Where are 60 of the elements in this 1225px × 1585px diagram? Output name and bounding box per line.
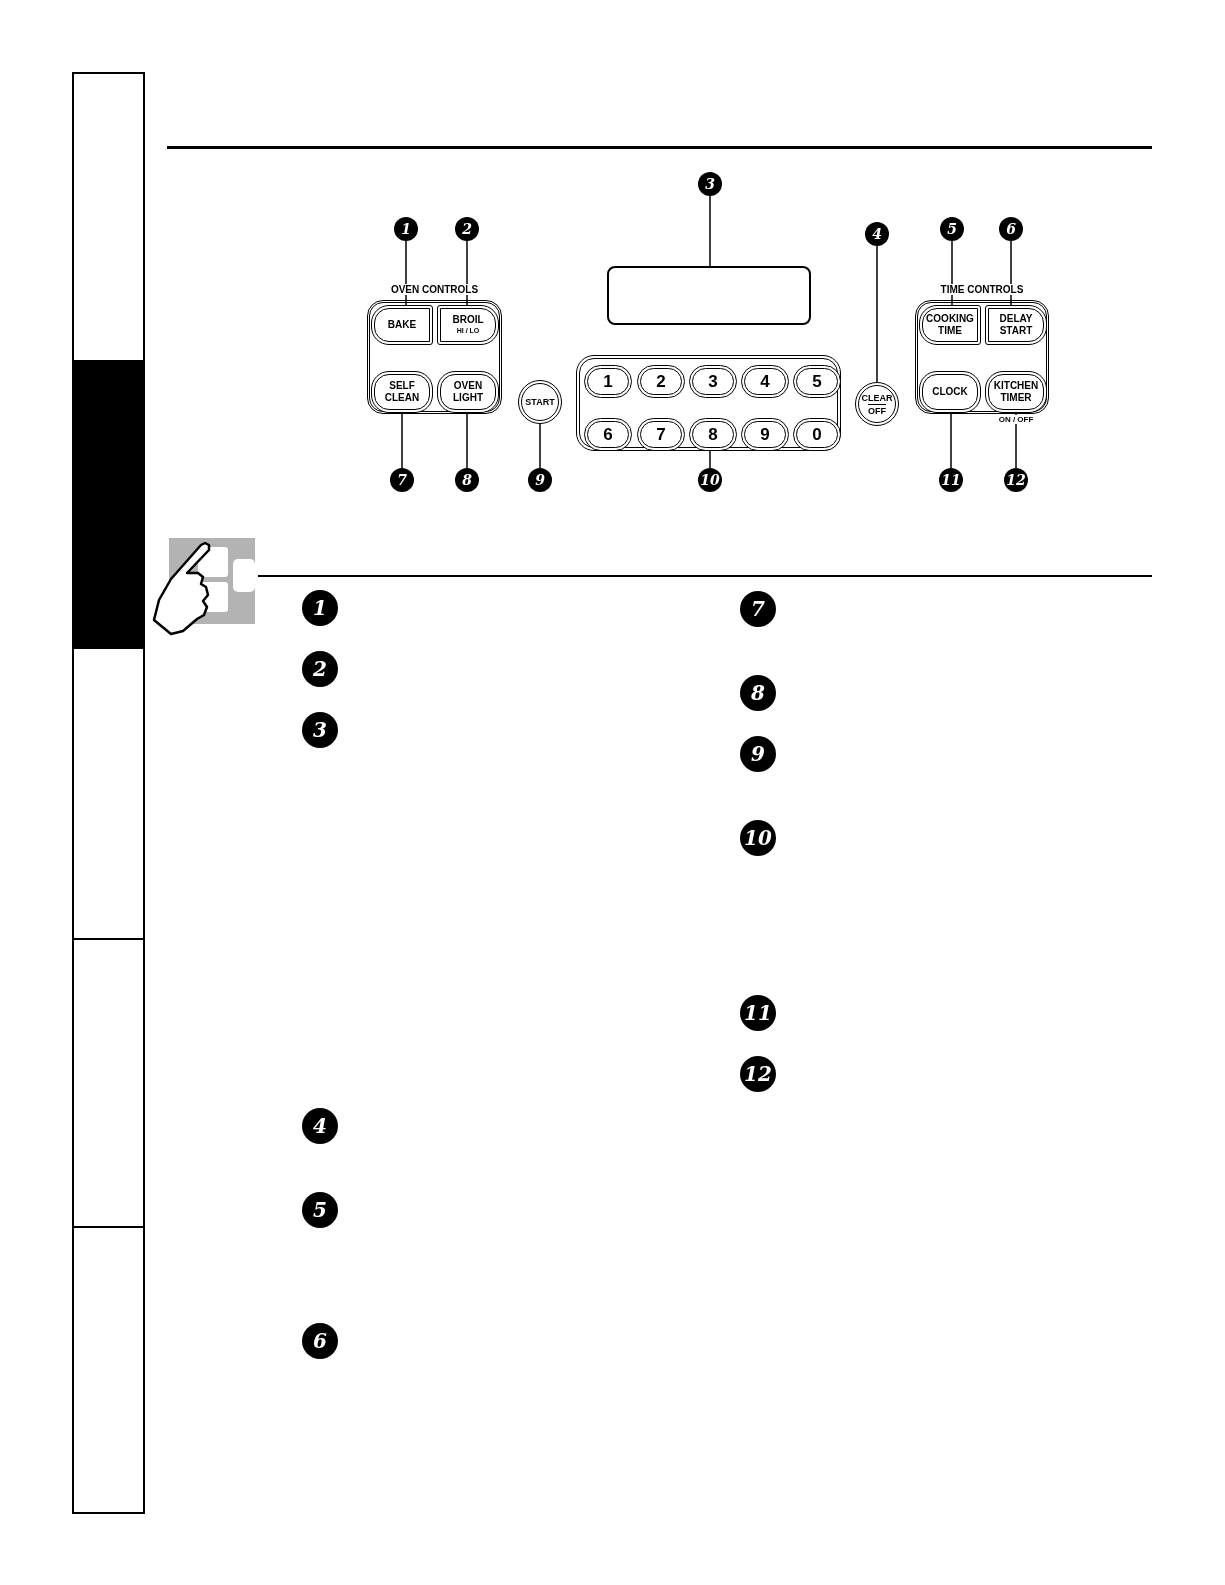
display-window	[607, 266, 811, 325]
leader-line	[466, 240, 468, 306]
oven-button: KITCHEN TIMER	[985, 371, 1047, 413]
leader-line	[405, 240, 407, 306]
callout-number: 2	[302, 651, 338, 687]
group-heading: TIME CONTROLS	[938, 284, 1026, 295]
leader-line	[951, 240, 953, 306]
callout-number: 11	[740, 995, 776, 1031]
number-key: 7	[637, 418, 685, 451]
callout-number: 1	[394, 217, 418, 241]
number-key: 3	[689, 365, 737, 398]
number-key: 1	[584, 365, 632, 398]
round-button: CLEAR OFF	[855, 382, 899, 426]
round-button: START	[518, 380, 562, 424]
callout-number: 6	[999, 217, 1023, 241]
callout-number: 9	[528, 468, 552, 492]
callout-number: 3	[302, 712, 338, 748]
oven-button: OVEN LIGHT	[437, 371, 499, 413]
number-key: 8	[689, 418, 737, 451]
callout-number: 5	[940, 217, 964, 241]
callout-number: 10	[698, 468, 722, 492]
leader-line	[1015, 412, 1017, 469]
callout-number: 11	[939, 468, 963, 492]
callout-number: 7	[740, 591, 776, 627]
leader-line	[709, 450, 711, 469]
leader-line	[1010, 240, 1012, 306]
number-key: 0	[793, 418, 841, 451]
callout-number: 5	[302, 1192, 338, 1228]
callout-number: 8	[740, 675, 776, 711]
leader-line	[539, 423, 541, 469]
callout-number: 6	[302, 1323, 338, 1359]
callout-number: 2	[455, 217, 479, 241]
number-keypad	[576, 355, 841, 451]
callout-number: 4	[865, 222, 889, 246]
callout-number: 9	[740, 736, 776, 772]
oven-button: COOKING TIME	[919, 305, 981, 345]
button-caption: ON / OFF	[996, 415, 1036, 424]
oven-button: SELF CLEAN	[371, 371, 433, 413]
callout-number: 8	[455, 468, 479, 492]
leader-line	[950, 412, 952, 469]
callout-number: 10	[740, 820, 776, 856]
callout-number: 12	[740, 1056, 776, 1092]
callout-number: 1	[302, 590, 338, 626]
number-key: 9	[741, 418, 789, 451]
group-heading: OVEN CONTROLS	[388, 284, 481, 295]
number-key: 5	[793, 365, 841, 398]
number-key: 4	[741, 365, 789, 398]
leader-line	[709, 195, 711, 267]
callout-number: 7	[390, 468, 414, 492]
callout-number: 4	[302, 1108, 338, 1144]
oven-button: BAKE	[371, 305, 433, 345]
number-key: 2	[637, 365, 685, 398]
leader-line	[401, 412, 403, 469]
oven-button: DELAY START	[985, 305, 1047, 345]
oven-button: CLOCK	[919, 371, 981, 413]
leader-line	[876, 245, 878, 383]
number-key: 6	[584, 418, 632, 451]
leader-line	[466, 412, 468, 469]
callout-number: 3	[698, 172, 722, 196]
callout-number: 12	[1004, 468, 1028, 492]
